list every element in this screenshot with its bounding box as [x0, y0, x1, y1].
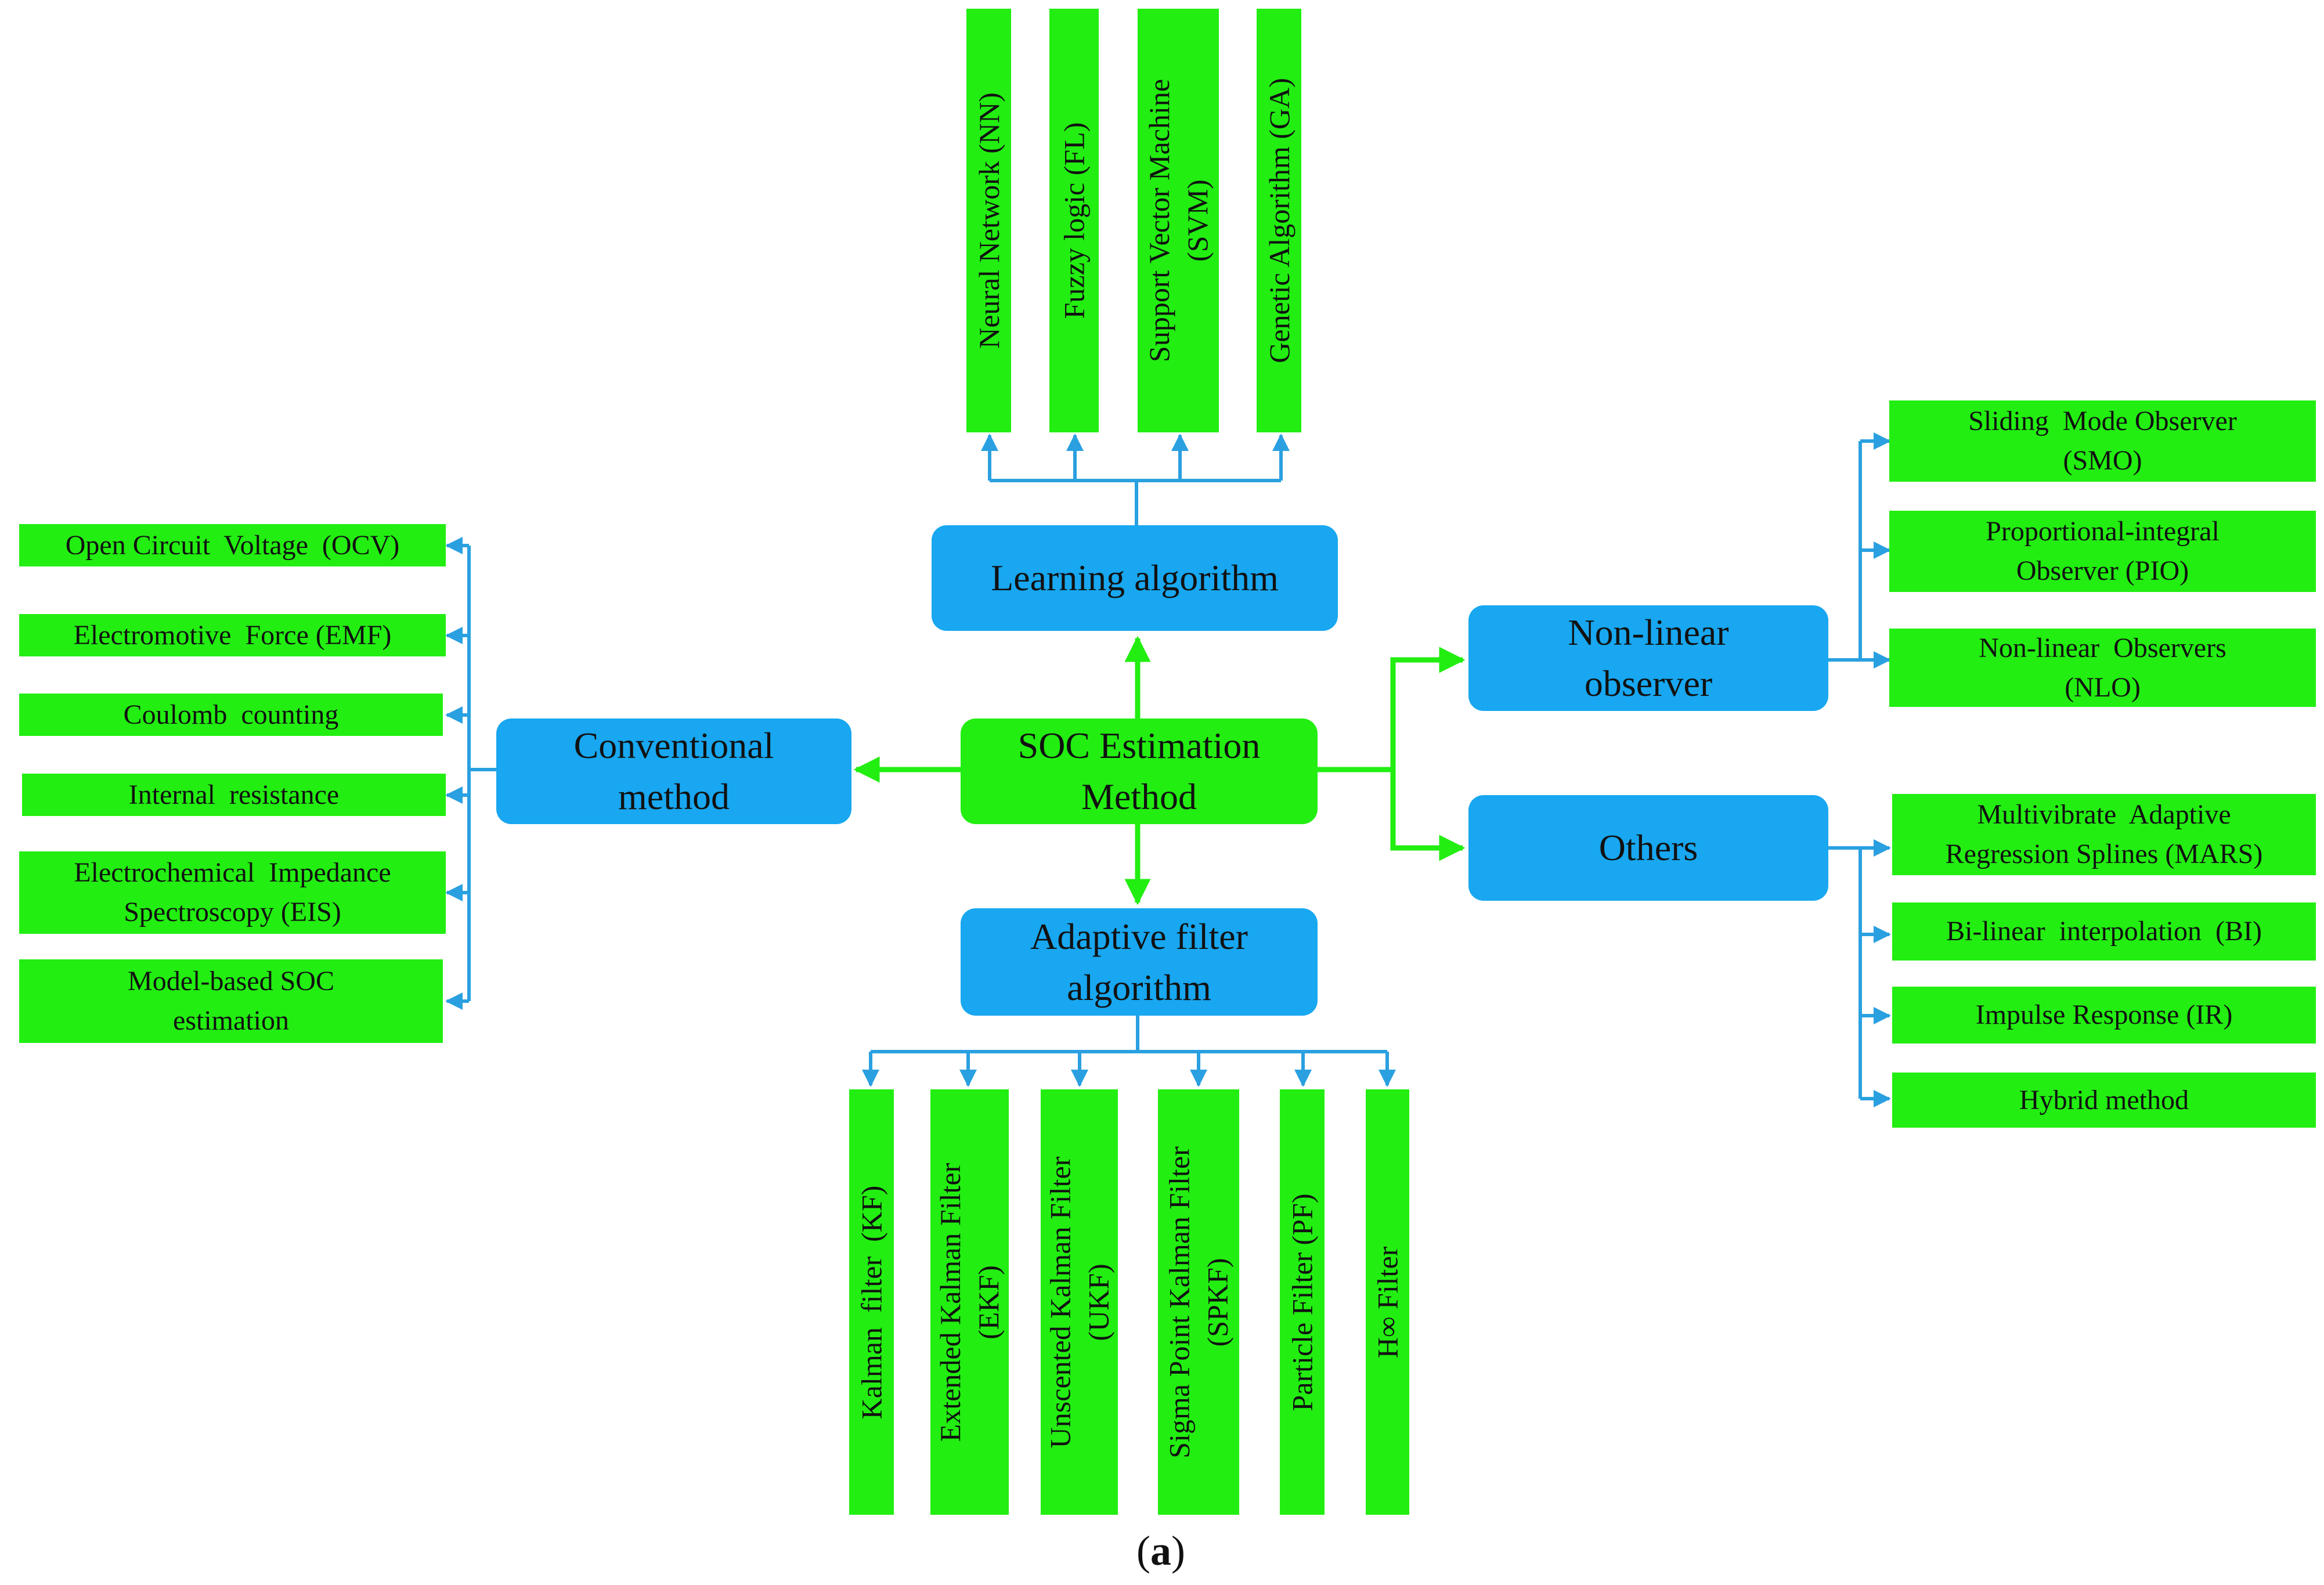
arrow-to-others: [1390, 770, 1466, 861]
leaf-electromotive-force: Electromotive Force (EMF): [19, 614, 446, 656]
leaf-mars: Multivibrate Adaptive Regression Splines…: [1892, 794, 2316, 875]
leaf-neural-network: Neural Network (NN): [966, 9, 1011, 432]
category-adaptive-filter-algorithm: Adaptive filter algorithm: [961, 908, 1318, 1016]
leaf-bi-linear-interpolation: Bi-linear interpolation (BI): [1892, 902, 2316, 961]
leaf-kalman-filter: Kalman filter (KF): [849, 1089, 894, 1515]
category-conventional-method: Conventional method: [496, 719, 851, 824]
figure-caption: (a): [1136, 1528, 1185, 1574]
category-others: Others: [1468, 795, 1828, 901]
leaf-coulomb-counting: Coulomb counting: [19, 694, 443, 736]
leaf-extended-kalman-filter: Extended Kalman Filter(EKF): [930, 1089, 1009, 1515]
leaf-internal-resistance: Internal resistance: [22, 774, 446, 816]
category-learning-algorithm: Learning algorithm: [932, 525, 1338, 631]
leaf-h-infinity-filter: H∞ Filter: [1366, 1089, 1409, 1515]
leaf-hybrid-method: Hybrid method: [1892, 1073, 2316, 1128]
leaf-impulse-response: Impulse Response (IR): [1892, 987, 2316, 1044]
leaf-sliding-mode-observer: Sliding Mode Observer (SMO): [1889, 400, 2316, 482]
category-non-linear-observer: Non-linear observer: [1468, 605, 1828, 711]
leaf-model-based-soc-estimation: Model-based SOC estimation: [19, 959, 443, 1043]
center-soc-estimation-method: SOC Estimation Method: [961, 719, 1318, 824]
leaf-support-vector-machine: Support Vector Machine(SVM): [1138, 9, 1219, 432]
leaf-non-linear-observers: Non-linear Observers (NLO): [1889, 629, 2316, 707]
leaf-genetic-algorithm: Genetic Algorithm (GA): [1257, 9, 1301, 432]
leaf-sigma-point-kalman-filter: Sigma Point Kalman Filter(SPKF): [1158, 1089, 1239, 1515]
leaf-fuzzy-logic: Fuzzy logic (FL): [1049, 9, 1099, 432]
leaf-proportional-integral-observer: Proportional-integral Observer (PIO): [1889, 511, 2316, 592]
leaf-open-circuit-voltage: Open Circuit Voltage (OCV): [19, 524, 446, 566]
leaf-electrochemical-impedance-spectroscopy: Electrochemical Impedance Spectroscopy (…: [19, 851, 446, 934]
leaf-particle-filter: Particle Filter (PF): [1280, 1089, 1325, 1515]
leaf-unscented-kalman-filter: Unscented Kalman Filter(UKF): [1041, 1089, 1118, 1515]
arrow-to-nonlinear: [1318, 647, 1466, 772]
